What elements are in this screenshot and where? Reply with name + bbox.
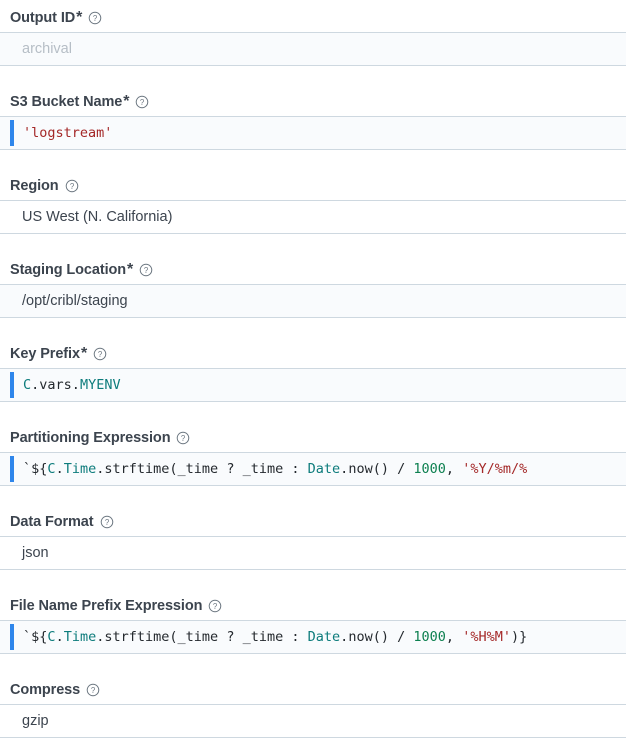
field-label-row: File Name Prefix Expression?: [10, 588, 626, 620]
field-label: Compress: [10, 682, 81, 698]
text-cursor: [10, 120, 14, 146]
field-spacer: [0, 402, 626, 420]
field-label: Region: [10, 178, 59, 194]
svg-text:?: ?: [181, 434, 186, 443]
code-editor-s3_bucket_name[interactable]: 'logstream': [0, 116, 626, 150]
help-icon[interactable]: ?: [86, 683, 100, 697]
field-label-row: Key Prefix*?: [10, 336, 626, 368]
field-spacer: [0, 486, 626, 504]
input-output_id[interactable]: archival: [0, 32, 626, 66]
field-label: S3 Bucket Name: [10, 94, 123, 110]
select-compress[interactable]: gzip: [0, 704, 626, 738]
code-editor-partitioning_expression[interactable]: `${C.Time.strftime(_time ? _time : Date.…: [0, 452, 626, 486]
field-key_prefix: Key Prefix*? C.vars.MYENV: [0, 336, 626, 402]
field-label: Staging Location: [10, 262, 127, 278]
field-s3_bucket_name: S3 Bucket Name*? 'logstream': [0, 84, 626, 150]
field-label-row: S3 Bucket Name*?: [10, 84, 626, 116]
required-marker: *: [123, 93, 130, 110]
text-cursor: [10, 456, 14, 482]
field-label-row: Compress?: [10, 672, 626, 704]
field-value: gzip: [22, 713, 49, 729]
input-staging_location[interactable]: /opt/cribl/staging: [0, 284, 626, 318]
field-spacer: [0, 570, 626, 588]
field-partitioning_expression: Partitioning Expression? `${C.Time.strfti…: [0, 420, 626, 486]
field-label-row: Partitioning Expression?: [10, 420, 626, 452]
help-icon[interactable]: ?: [93, 347, 107, 361]
field-spacer: [0, 318, 626, 336]
code-editor-key_prefix[interactable]: C.vars.MYENV: [0, 368, 626, 402]
field-spacer: [0, 66, 626, 84]
field-label: File Name Prefix Expression: [10, 598, 203, 614]
code-editor-file_name_prefix_expression[interactable]: `${C.Time.strftime(_time ? _time : Date.…: [0, 620, 626, 654]
field-label: Output ID: [10, 10, 76, 26]
select-data_format[interactable]: json: [0, 536, 626, 570]
field-label-row: Data Format?: [10, 504, 626, 536]
svg-text:?: ?: [98, 350, 103, 359]
text-cursor: [10, 624, 14, 650]
field-spacer: [0, 150, 626, 168]
svg-text:?: ?: [69, 182, 74, 191]
svg-text:?: ?: [104, 518, 109, 527]
field-staging_location: Staging Location*? /opt/cribl/staging: [0, 252, 626, 318]
help-icon[interactable]: ?: [208, 599, 222, 613]
code-editor-value: 'logstream': [23, 125, 113, 141]
field-output_id: Output ID*? archival: [0, 0, 626, 66]
required-marker: *: [80, 345, 88, 362]
help-icon[interactable]: ?: [88, 11, 102, 25]
help-icon[interactable]: ?: [139, 263, 153, 277]
field-value: /opt/cribl/staging: [22, 293, 128, 309]
field-spacer: [0, 654, 626, 672]
text-cursor: [10, 372, 14, 398]
field-value: US West (N. California): [22, 209, 173, 225]
code-editor-value: `${C.Time.strftime(_time ? _time : Date.…: [23, 461, 528, 477]
field-spacer: [0, 738, 626, 756]
svg-text:?: ?: [213, 602, 218, 611]
code-editor-value: `${C.Time.strftime(_time ? _time : Date.…: [23, 629, 528, 645]
required-marker: *: [76, 9, 83, 26]
svg-text:?: ?: [93, 14, 98, 23]
field-value: json: [22, 545, 49, 561]
field-data_format: Data Format? json: [0, 504, 626, 570]
field-placeholder: archival: [22, 41, 72, 57]
field-spacer: [0, 234, 626, 252]
svg-text:?: ?: [91, 686, 96, 695]
svg-text:?: ?: [140, 98, 145, 107]
required-marker: *: [127, 261, 134, 278]
field-label-row: Staging Location*?: [10, 252, 626, 284]
select-region[interactable]: US West (N. California): [0, 200, 626, 234]
help-icon[interactable]: ?: [65, 179, 79, 193]
field-label: Data Format: [10, 514, 94, 530]
svg-text:?: ?: [144, 266, 149, 275]
field-compress: Compress? gzip: [0, 672, 626, 738]
help-icon[interactable]: ?: [176, 431, 190, 445]
field-file_name_prefix_expression: File Name Prefix Expression? `${C.Time.st…: [0, 588, 626, 654]
help-icon[interactable]: ?: [100, 515, 114, 529]
code-editor-value: C.vars.MYENV: [23, 377, 121, 393]
field-label-row: Output ID*?: [10, 0, 626, 32]
help-icon[interactable]: ?: [135, 95, 149, 109]
field-label: Partitioning Expression: [10, 430, 171, 446]
field-region: Region? US West (N. California): [0, 168, 626, 234]
field-label-row: Region?: [10, 168, 626, 200]
field-label: Key Prefix: [10, 346, 80, 362]
